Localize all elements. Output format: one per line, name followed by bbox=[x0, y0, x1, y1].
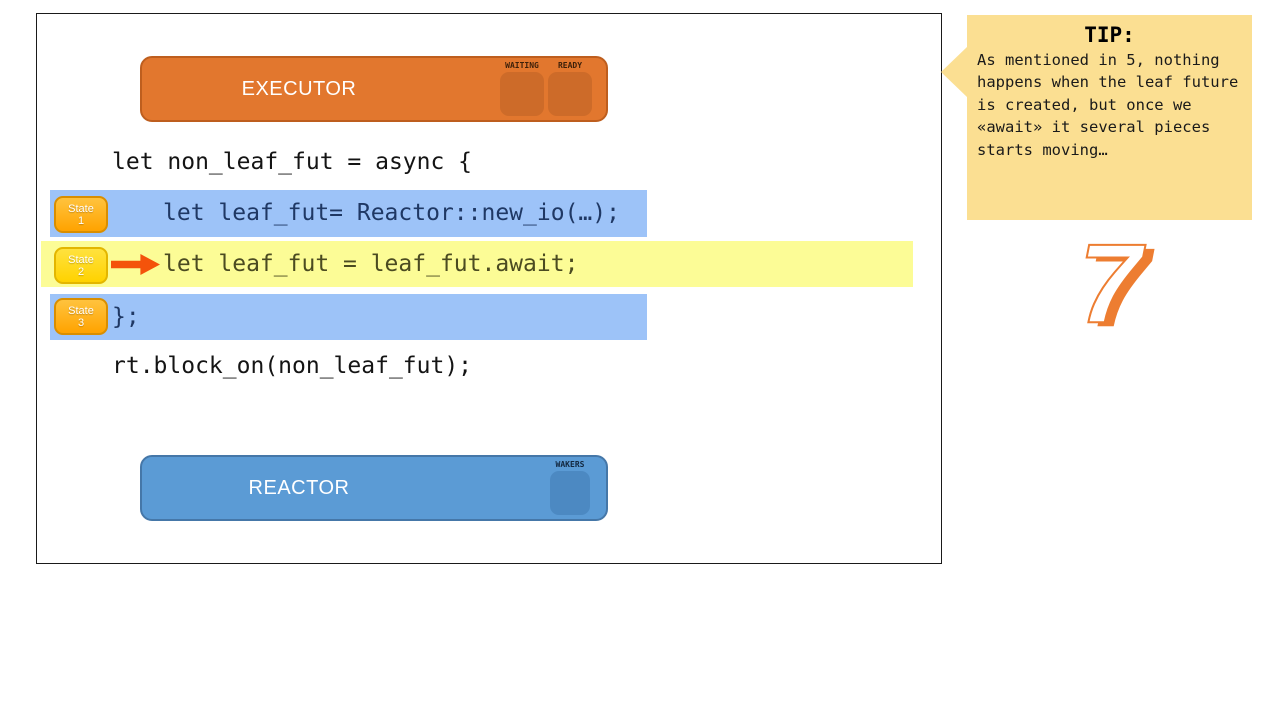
ready-queue-box bbox=[548, 72, 592, 116]
reactor-queues: WAKERS bbox=[548, 459, 592, 515]
code-line-block-on: rt.block_on(non_leaf_fut); bbox=[112, 353, 473, 379]
tip-body: As mentioned in 5, nothing happens when … bbox=[977, 51, 1239, 159]
executor-queues: WAITING READY bbox=[500, 60, 592, 116]
tip-callout: TIP: As mentioned in 5, nothing happens … bbox=[941, 15, 1252, 220]
wakers-queue-label: WAKERS bbox=[555, 460, 585, 469]
reactor-box: REACTOR WAKERS bbox=[140, 455, 608, 521]
reactor-label: REACTOR bbox=[248, 476, 350, 499]
waiting-queue-label: WAITING bbox=[505, 61, 539, 70]
code-row-state3 bbox=[50, 294, 647, 340]
ready-queue-label: READY bbox=[557, 61, 583, 70]
reactor-queue-wakers: WAKERS bbox=[548, 459, 592, 515]
state-1-badge-number: 1 bbox=[77, 214, 85, 227]
state-3-badge-number: 3 bbox=[77, 316, 85, 329]
tip-title: TIP: bbox=[1084, 23, 1135, 47]
state-1-badge-word: State bbox=[68, 202, 94, 215]
tip-pointer-icon bbox=[941, 47, 967, 97]
step-number: 7 bbox=[1078, 221, 1142, 346]
state-1-badge: State 1 bbox=[54, 196, 108, 233]
state-3-badge: State 3 bbox=[54, 298, 108, 335]
code-line-close: }; bbox=[112, 304, 140, 330]
code-line-new-io: let leaf_fut= Reactor::new_io(…); bbox=[163, 200, 620, 226]
state-3-badge-word: State bbox=[68, 304, 94, 317]
code-line-async-open: let non_leaf_fut = async { bbox=[112, 149, 473, 175]
code-row-state2-active bbox=[41, 241, 913, 287]
state-2-badge-number: 2 bbox=[77, 265, 85, 278]
state-2-badge: State 2 bbox=[54, 247, 108, 284]
code-row-state1 bbox=[50, 190, 647, 237]
waiting-queue-box bbox=[500, 72, 544, 116]
code-line-await: let leaf_fut = leaf_fut.await; bbox=[163, 251, 579, 277]
executor-queue-waiting: WAITING bbox=[500, 60, 544, 116]
state-2-badge-word: State bbox=[68, 253, 94, 266]
executor-queue-ready: READY bbox=[548, 60, 592, 116]
executor-box: EXECUTOR WAITING READY bbox=[140, 56, 608, 122]
wakers-queue-box bbox=[550, 471, 590, 515]
executor-label: EXECUTOR bbox=[241, 77, 357, 100]
diagram-frame: EXECUTOR WAITING READY REACTOR WAKERS bbox=[36, 13, 942, 564]
